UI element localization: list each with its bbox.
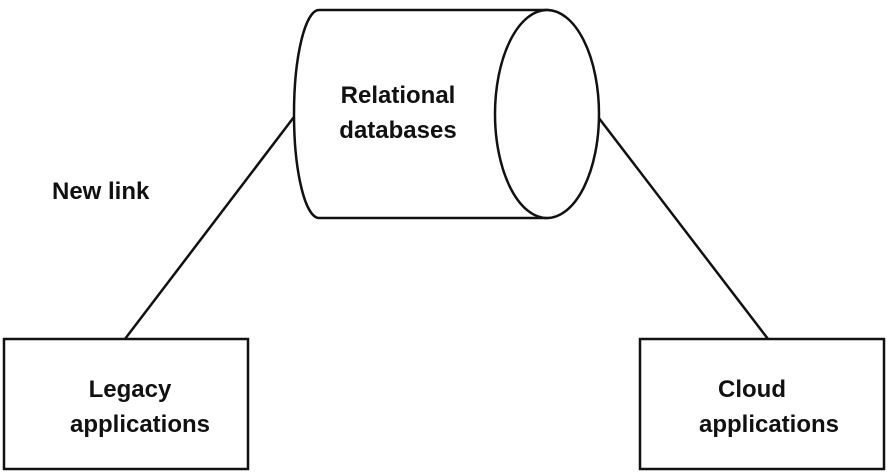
cloud-box-label-line1: Cloud [718, 376, 786, 403]
cylinder-end-cap [493, 8, 601, 220]
cloud-box-label-line2: applications [699, 411, 839, 438]
connector-legacy-to-database [124, 112, 298, 340]
legacy-box-label-line1: Legacy [89, 376, 172, 403]
new-link-label: New link [52, 178, 150, 205]
legacy-applications-box [2, 337, 250, 471]
cylinder-body [292, 8, 549, 220]
database-label-line2: databases [339, 117, 456, 144]
database-label-line1: Relational [341, 82, 456, 109]
connector-database-to-cloud [594, 112, 769, 340]
relational-database-cylinder [292, 8, 601, 220]
legacy-box-label-line2: applications [70, 411, 210, 438]
cloud-applications-box [638, 337, 886, 471]
